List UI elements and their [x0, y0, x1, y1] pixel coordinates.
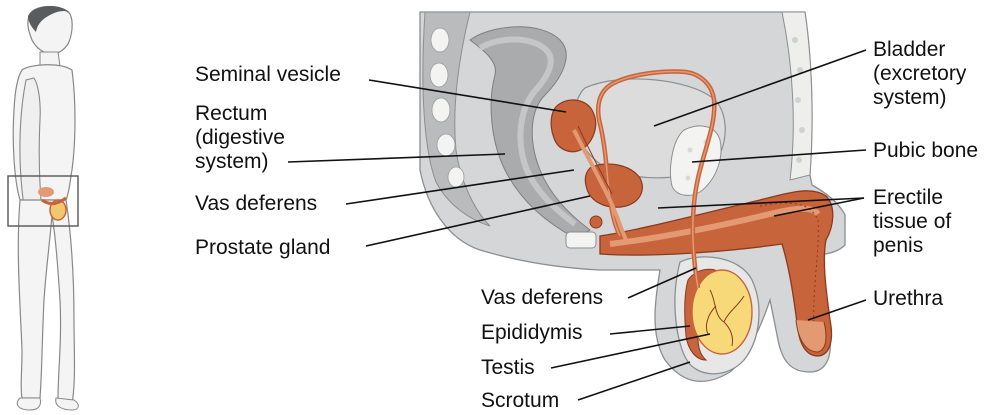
label-rectum: Rectum (digestive system)	[195, 102, 285, 174]
label-pubic-bone: Pubic bone	[873, 139, 978, 163]
label-scrotum: Scrotum	[481, 389, 559, 413]
label-erectile-tissue: Erectile tissue of penis	[873, 186, 951, 258]
label-testis: Testis	[481, 356, 535, 380]
label-bladder: Bladder (excretory system)	[873, 38, 966, 110]
label-prostate-gland: Prostate gland	[195, 236, 330, 260]
leader-scrotum	[578, 362, 690, 400]
body-figure	[8, 6, 78, 410]
label-urethra: Urethra	[873, 287, 943, 311]
label-vas-deferens-lower: Vas deferens	[481, 286, 603, 310]
label-epididymis: Epididymis	[481, 321, 583, 345]
label-seminal-vesicle: Seminal vesicle	[195, 63, 341, 87]
label-vas-deferens-upper: Vas deferens	[195, 192, 317, 216]
